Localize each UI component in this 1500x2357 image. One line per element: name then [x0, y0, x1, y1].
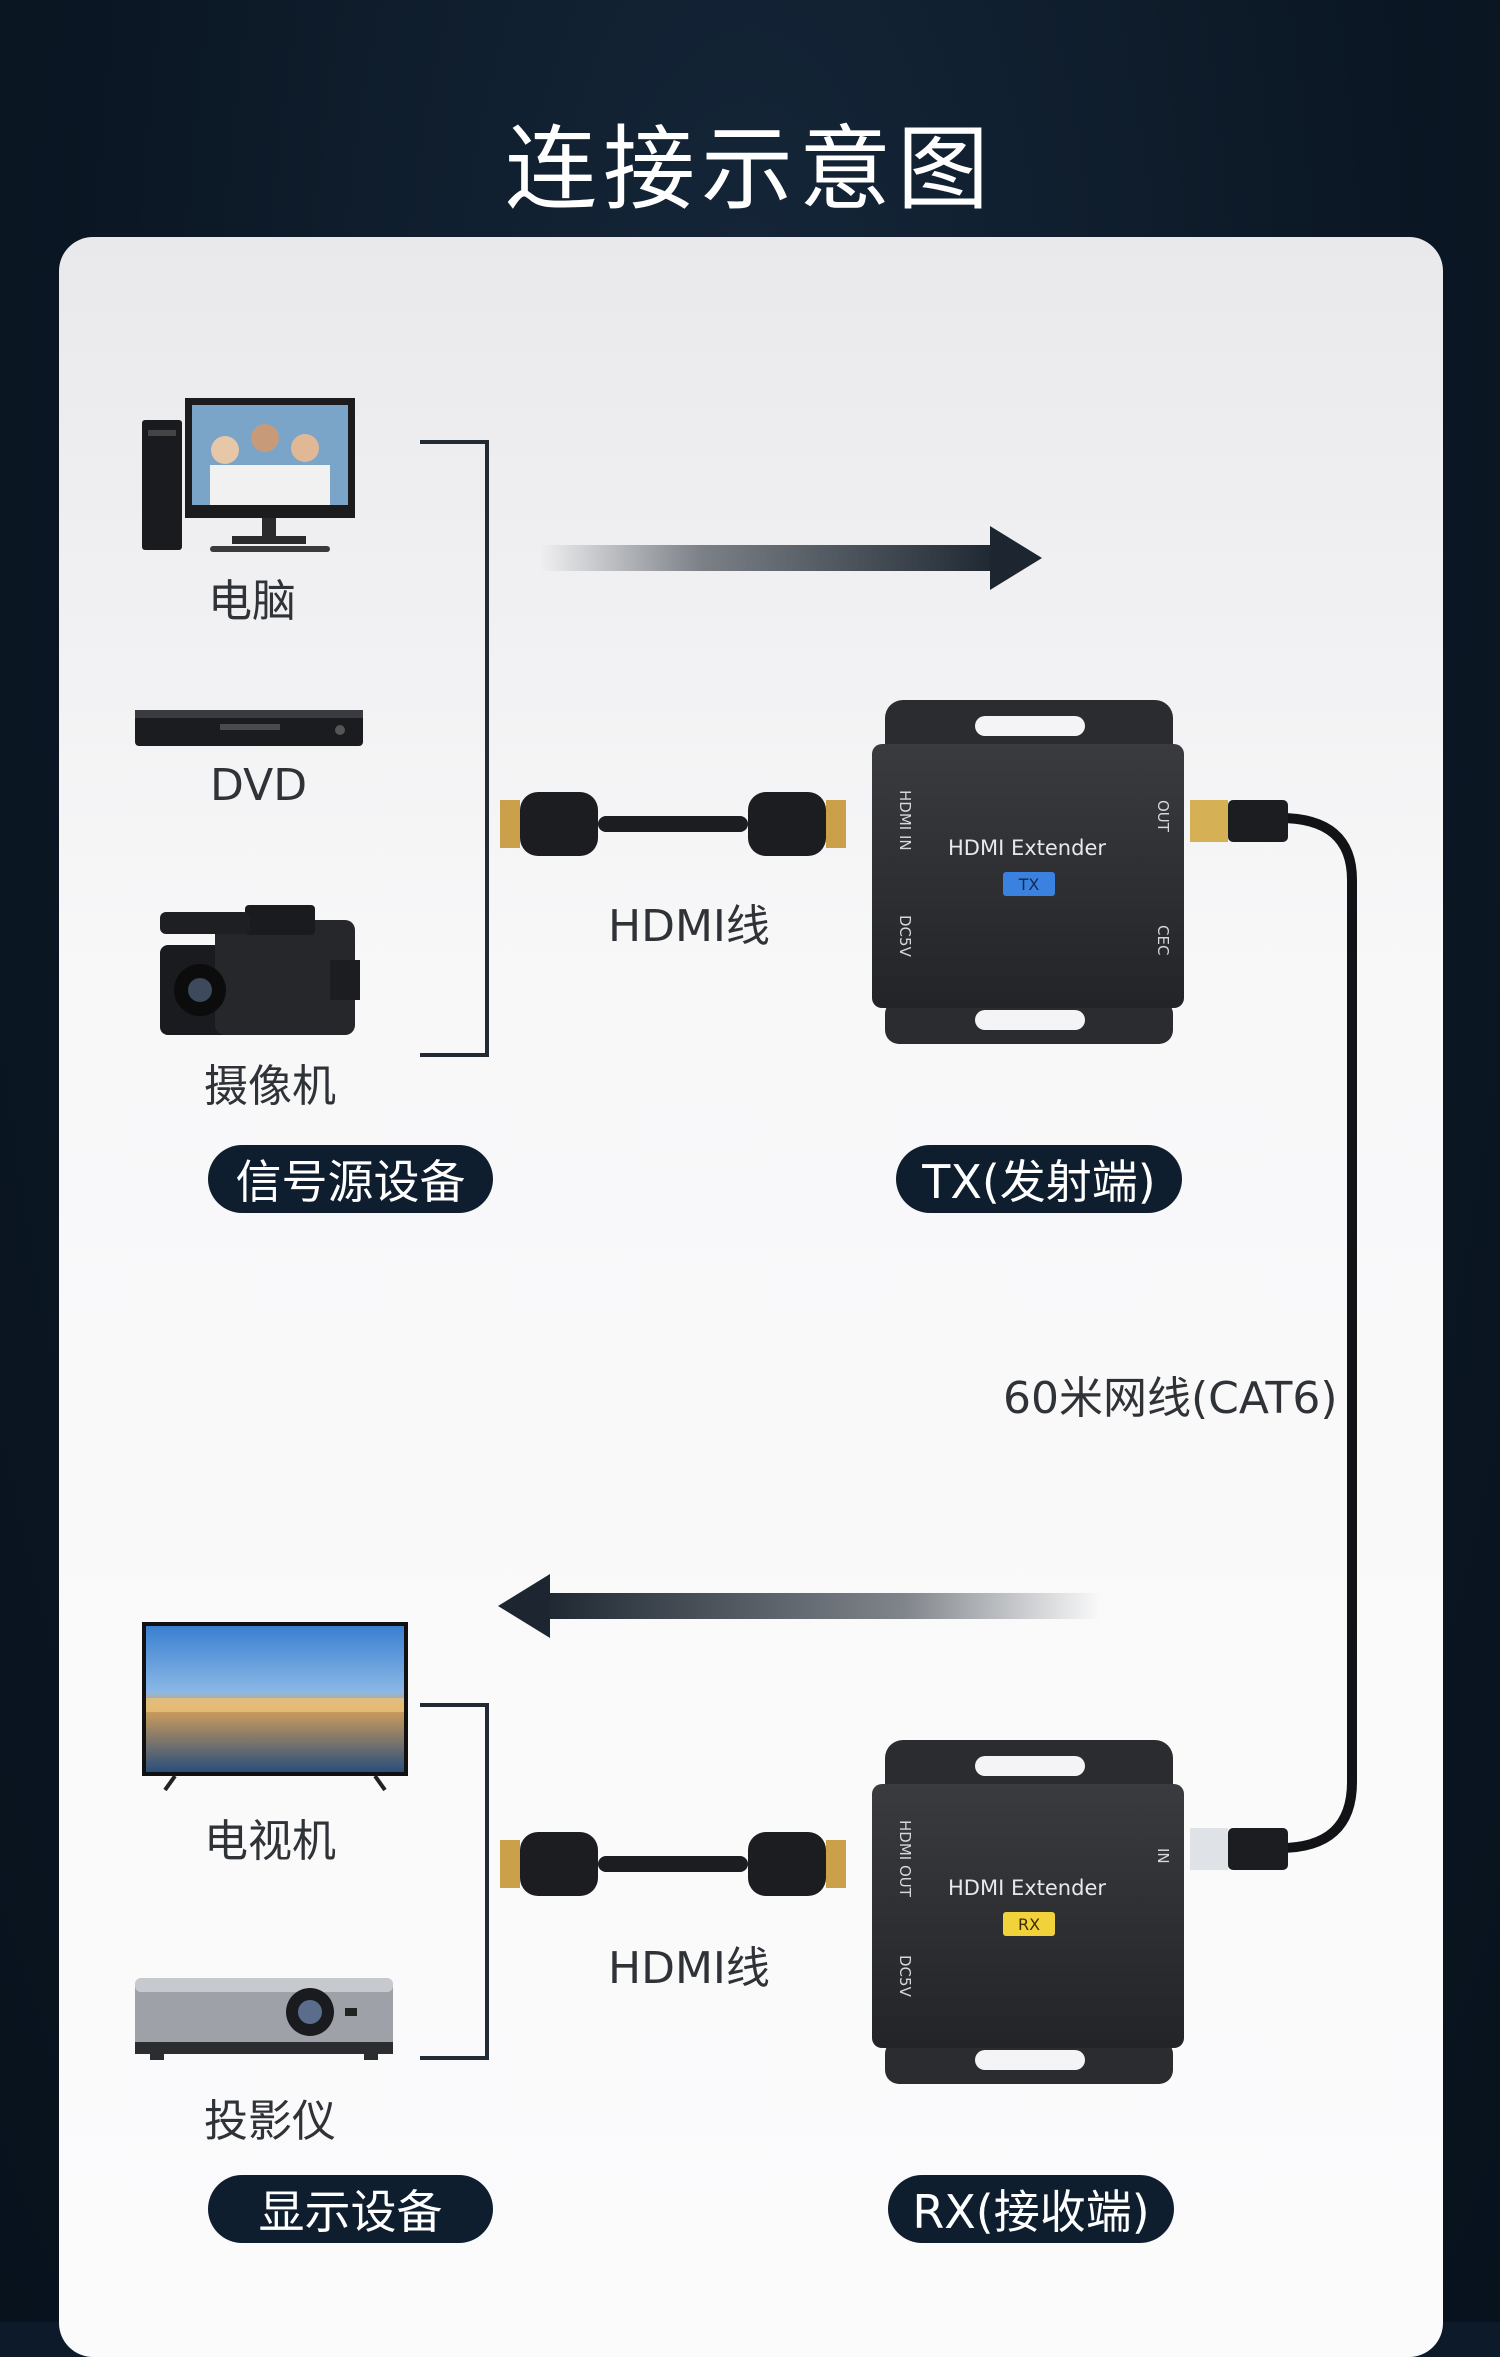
hdmi-cable-top-label: HDMI线: [608, 890, 770, 954]
tx-port-out: OUT: [1154, 800, 1172, 833]
tv-icon: [142, 1622, 408, 1790]
arrow-left-icon: [498, 1574, 1100, 1638]
camcorder-icon: [160, 905, 360, 1035]
tx-device-icon: [872, 700, 1184, 1044]
rx-device-icon: [872, 1740, 1184, 2084]
hdmi-cable-top-icon: [500, 792, 846, 856]
tx-badge-text: TX: [1018, 875, 1040, 894]
dvd-label: DVD: [210, 760, 307, 811]
camera-label: 摄像机: [204, 1050, 336, 1114]
dvd-player-icon: [135, 710, 363, 746]
tx-port-hdmi-in: HDMI IN: [896, 790, 914, 851]
hdmi-cable-bottom-icon: [500, 1832, 846, 1896]
network-cable-label: 60米网线(CAT6): [1003, 1362, 1338, 1426]
rj45-connector-bottom-icon: [1190, 1828, 1288, 1870]
computer-icon: [142, 398, 355, 552]
network-cable: [1280, 818, 1352, 1848]
rx-badge-text: RX: [1018, 1915, 1040, 1934]
display-bracket: [420, 1705, 487, 2058]
arrow-right-icon: [540, 526, 1042, 590]
tv-label: 电视机: [204, 1805, 336, 1869]
hdmi-cable-bottom-label: HDMI线: [608, 1932, 770, 1996]
rx-port-hdmi-out: HDMI OUT: [896, 1820, 914, 1898]
rx-port-dc5v: DC5V: [896, 1955, 914, 1998]
source-devices-badge: 信号源设备: [208, 1145, 493, 1213]
source-bracket: [420, 442, 487, 1055]
tx-port-dc5v: DC5V: [896, 915, 914, 958]
tx-device-text: HDMI Extender: [948, 836, 1106, 860]
display-devices-badge: 显示设备: [208, 2175, 493, 2243]
rx-port-in: IN: [1154, 1848, 1172, 1864]
tx-port-cec: CEC: [1154, 925, 1172, 955]
rj45-connector-top-icon: [1190, 800, 1288, 842]
rx-caption-badge: RX(接收端): [888, 2175, 1174, 2243]
projector-label: 投影仪: [204, 2085, 336, 2149]
projector-icon: [135, 1978, 393, 2060]
rx-device-text: HDMI Extender: [948, 1876, 1106, 1900]
tx-caption-badge: TX(发射端): [896, 1145, 1182, 1213]
pc-label: 电脑: [208, 565, 296, 629]
